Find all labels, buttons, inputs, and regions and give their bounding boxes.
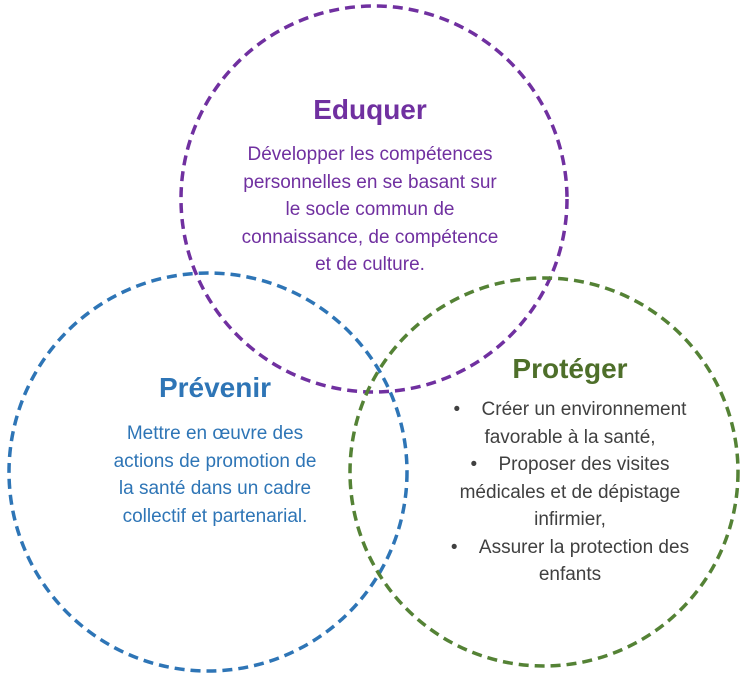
- prevenir-title: Prévenir: [158, 372, 272, 403]
- proteger-bullet-item: • Assurer la protection des: [405, 534, 735, 562]
- eduquer-circle: [179, 4, 569, 394]
- prevenir-text-line: collectif et partenarial.: [122, 505, 308, 527]
- proteger-item-text: favorable à la santé,: [484, 426, 656, 448]
- proteger-item-text: Proposer des visites: [498, 454, 670, 475]
- bullet-icon: •: [453, 399, 461, 420]
- eduquer-text-line: et de culture.: [315, 254, 425, 275]
- eduquer-section: Eduquer Développer les compétences perso…: [190, 93, 550, 279]
- prevenir-circle: [7, 271, 409, 673]
- prevenir-text-line: Mettre en œuvre des: [126, 423, 304, 444]
- proteger-bullet-item: • Créer un environnement: [405, 396, 735, 424]
- proteger-item-text: médicales et de dépistage: [459, 481, 681, 503]
- proteger-item-text: Créer un environnement: [481, 399, 687, 420]
- proteger-item-text: Assurer la protection des: [478, 536, 690, 558]
- prevenir-text-line: la santé dans un cadre: [118, 478, 312, 499]
- bullet-icon: •: [470, 454, 478, 475]
- proteger-item-text: enfants: [538, 564, 602, 585]
- proteger-item-text: infirmier,: [534, 509, 606, 530]
- proteger-bullet-item: • Proposer des visites: [405, 451, 735, 479]
- prevenir-section: Prévenir Mettre en œuvre des actions de …: [40, 371, 390, 530]
- eduquer-text-line: personnelles en se basant sur: [243, 171, 497, 193]
- proteger-section: Protéger • Créer un environnement favora…: [405, 352, 735, 589]
- eduquer-text-line: Développer les compétences: [247, 144, 493, 165]
- eduquer-text-line: connaissance, de compétence: [241, 226, 499, 248]
- eduquer-title: Eduquer: [313, 94, 427, 125]
- bullet-icon: •: [450, 536, 458, 558]
- eduquer-text-line: le socle commun de: [285, 199, 455, 220]
- prevenir-text-line: actions de promotion de: [113, 450, 317, 472]
- proteger-title: Protéger: [512, 353, 628, 384]
- proteger-circle: [348, 276, 740, 668]
